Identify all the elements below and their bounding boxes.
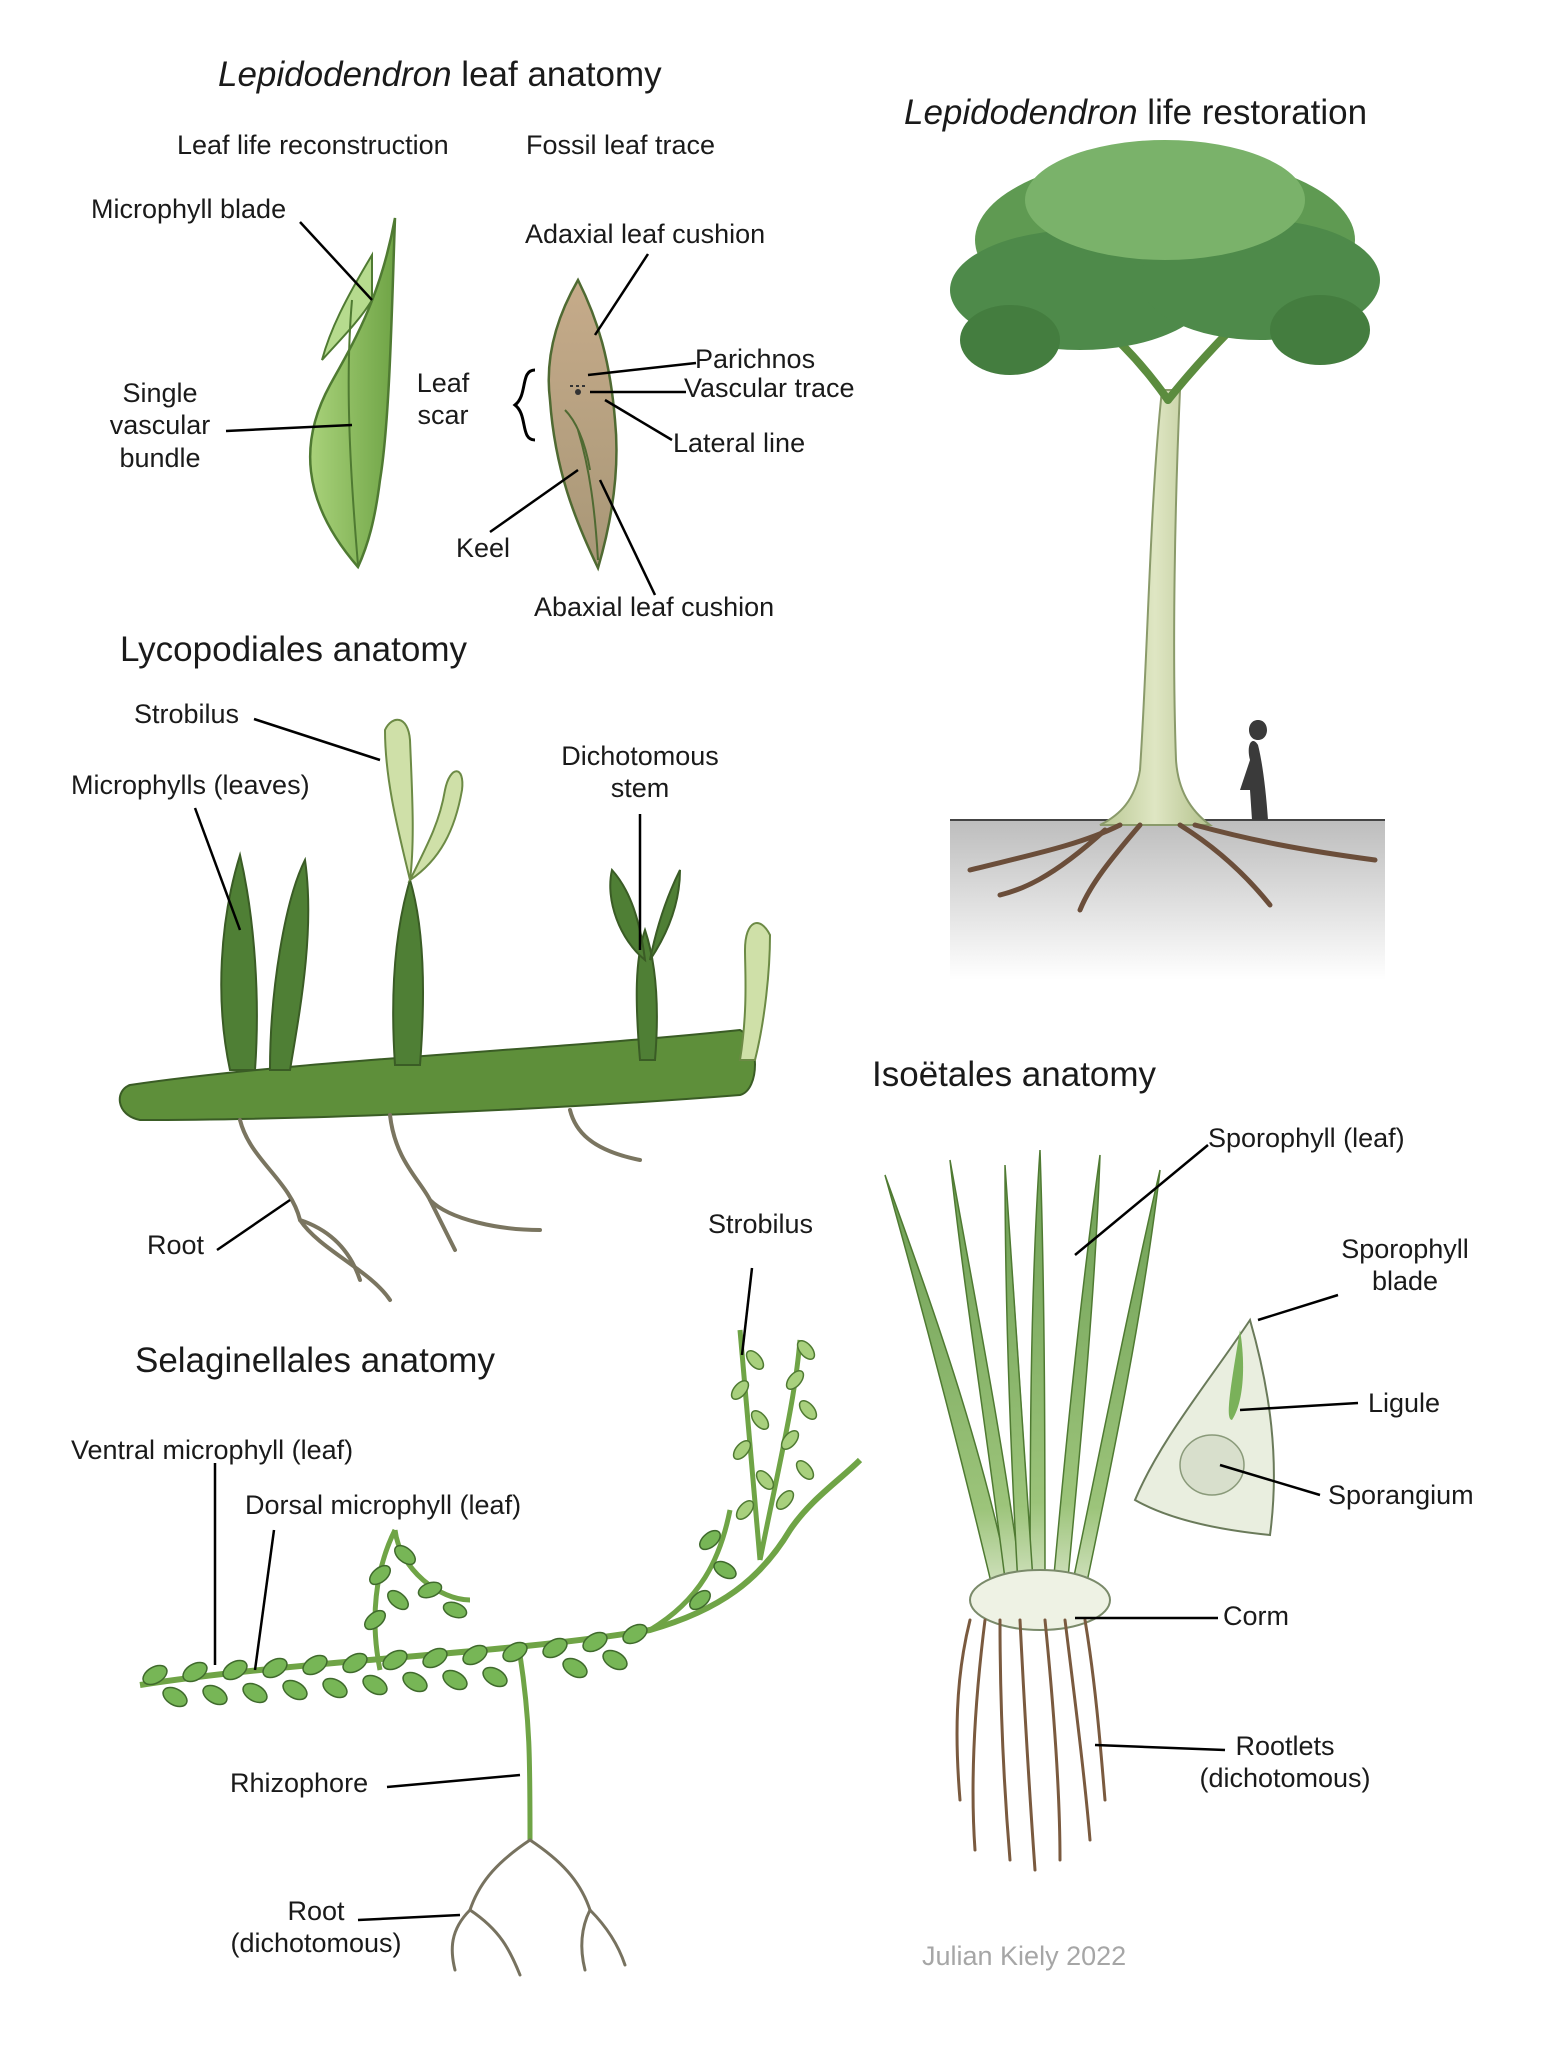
leader-sela-strobilus bbox=[740, 1267, 754, 1356]
label-sela-root-line1: Root bbox=[287, 1896, 345, 1926]
label-rootlets-line1: Rootlets bbox=[1235, 1731, 1335, 1761]
life-restoration-title-rest: life restoration bbox=[1137, 93, 1368, 132]
label-parichnos: Parichnos bbox=[695, 344, 816, 374]
leaf-anatomy-title-rest: leaf anatomy bbox=[451, 55, 662, 94]
label-leaf-scar-line2: scar bbox=[417, 400, 469, 431]
leader-sporophyll-blade bbox=[1257, 1293, 1339, 1322]
leaf-anatomy-title-italic: Lepidodendron bbox=[218, 55, 452, 94]
leader-sporophyll-leaf bbox=[1074, 1144, 1209, 1256]
isoetales-plant bbox=[884, 1149, 1275, 1872]
label-sela-ventral-microphyll: Ventral microphyll (leaf) bbox=[71, 1435, 354, 1465]
label-sporophyll-blade-line1: Sporophyll bbox=[1341, 1234, 1469, 1264]
leaf-anatomy-title: Lepidodendron leaf anatomy bbox=[218, 54, 662, 96]
label-single-vascular-bundle-line1: Single bbox=[122, 378, 198, 408]
label-leaf-scar-line1: Leaf bbox=[416, 368, 470, 398]
artist-credit: Julian Kiely 2022 bbox=[922, 1941, 1127, 1971]
label-sela-dorsal-microphyll: Dorsal microphyll (leaf) bbox=[245, 1490, 522, 1520]
leaf-life-column-heading: Leaf life reconstruction bbox=[177, 130, 449, 160]
leader-single-vascular-bundle bbox=[225, 423, 353, 433]
label-sela-root-line2: (dichotomous) bbox=[230, 1928, 402, 1959]
label-single-vascular-bundle: Single vascular bundle bbox=[100, 377, 220, 474]
leaf-life-reconstruction bbox=[308, 217, 397, 570]
label-lyco-dichotomous-stem-line2: stem bbox=[610, 773, 670, 804]
leader-keel bbox=[489, 468, 579, 534]
leader-sela-dorsal bbox=[253, 1529, 276, 1671]
leader-lyco-strobilus bbox=[253, 717, 381, 762]
label-sporophyll-blade: Sporophyll blade bbox=[1320, 1233, 1490, 1298]
label-sporangium: Sporangium bbox=[1328, 1480, 1474, 1510]
label-adaxial-leaf-cushion: Adaxial leaf cushion bbox=[525, 219, 766, 249]
label-single-vascular-bundle-line3: bundle bbox=[119, 442, 201, 473]
fossil-leaf-column-heading: Fossil leaf trace bbox=[526, 130, 716, 160]
label-keel: Keel bbox=[456, 533, 511, 563]
label-abaxial-leaf-cushion: Abaxial leaf cushion bbox=[534, 592, 775, 622]
leader-adaxial-cushion bbox=[593, 253, 650, 336]
leader-abaxial-cushion bbox=[598, 479, 657, 596]
label-microphyll-blade: Microphyll blade bbox=[91, 194, 287, 224]
label-lyco-strobilus: Strobilus bbox=[134, 699, 240, 729]
label-sela-strobilus: Strobilus bbox=[708, 1209, 814, 1239]
life-restoration-title: Lepidodendron life restoration bbox=[904, 92, 1367, 134]
lycopodiales-title: Lycopodiales anatomy bbox=[120, 630, 467, 669]
isoetales-title: Isoëtales anatomy bbox=[872, 1055, 1157, 1094]
label-sporophyll-blade-line2: blade bbox=[1371, 1266, 1439, 1297]
life-restoration-title-italic: Lepidodendron bbox=[904, 93, 1138, 132]
lycopodiales-plant bbox=[118, 718, 772, 1302]
lepidodendron-tree bbox=[950, 140, 1385, 980]
label-vascular-trace: Vascular trace bbox=[684, 373, 855, 403]
selaginellales-title: Selaginellales anatomy bbox=[135, 1341, 495, 1380]
leader-lyco-microphylls bbox=[193, 807, 242, 931]
leaf-scar-brace bbox=[512, 368, 536, 442]
leader-lateral-line bbox=[604, 398, 673, 442]
leader-microphyll-blade bbox=[299, 221, 373, 301]
leader-parichnos bbox=[587, 361, 697, 377]
fossil-leaf-trace bbox=[547, 277, 618, 572]
label-sela-rhizophore: Rhizophore bbox=[230, 1768, 369, 1798]
label-lyco-root: Root bbox=[147, 1230, 205, 1260]
label-sela-root: Root (dichotomous) bbox=[216, 1895, 416, 1960]
label-rootlets: Rootlets (dichotomous) bbox=[1185, 1730, 1385, 1795]
label-lyco-dichotomous-stem-line1: Dichotomous bbox=[561, 741, 719, 771]
label-ligule: Ligule bbox=[1368, 1388, 1441, 1418]
leader-lyco-root bbox=[216, 1198, 291, 1252]
label-leaf-scar: Leaf scar bbox=[408, 367, 478, 432]
label-sporophyll-leaf: Sporophyll (leaf) bbox=[1208, 1123, 1405, 1153]
label-lateral-line: Lateral line bbox=[673, 428, 806, 458]
label-lyco-dichotomous-stem: Dichotomous stem bbox=[540, 740, 740, 805]
selaginellales-plant bbox=[139, 1329, 863, 1977]
leader-rootlets bbox=[1094, 1743, 1226, 1752]
label-single-vascular-bundle-line2: vascular bbox=[109, 410, 211, 441]
leader-ligule bbox=[1239, 1401, 1359, 1412]
label-rootlets-line2: (dichotomous) bbox=[1199, 1763, 1371, 1794]
leader-sela-root bbox=[357, 1913, 461, 1922]
label-lyco-microphylls: Microphylls (leaves) bbox=[71, 770, 310, 800]
leader-sela-rhizophore bbox=[386, 1773, 521, 1789]
label-corm: Corm bbox=[1223, 1601, 1289, 1631]
leader-sporangium bbox=[1219, 1463, 1321, 1497]
